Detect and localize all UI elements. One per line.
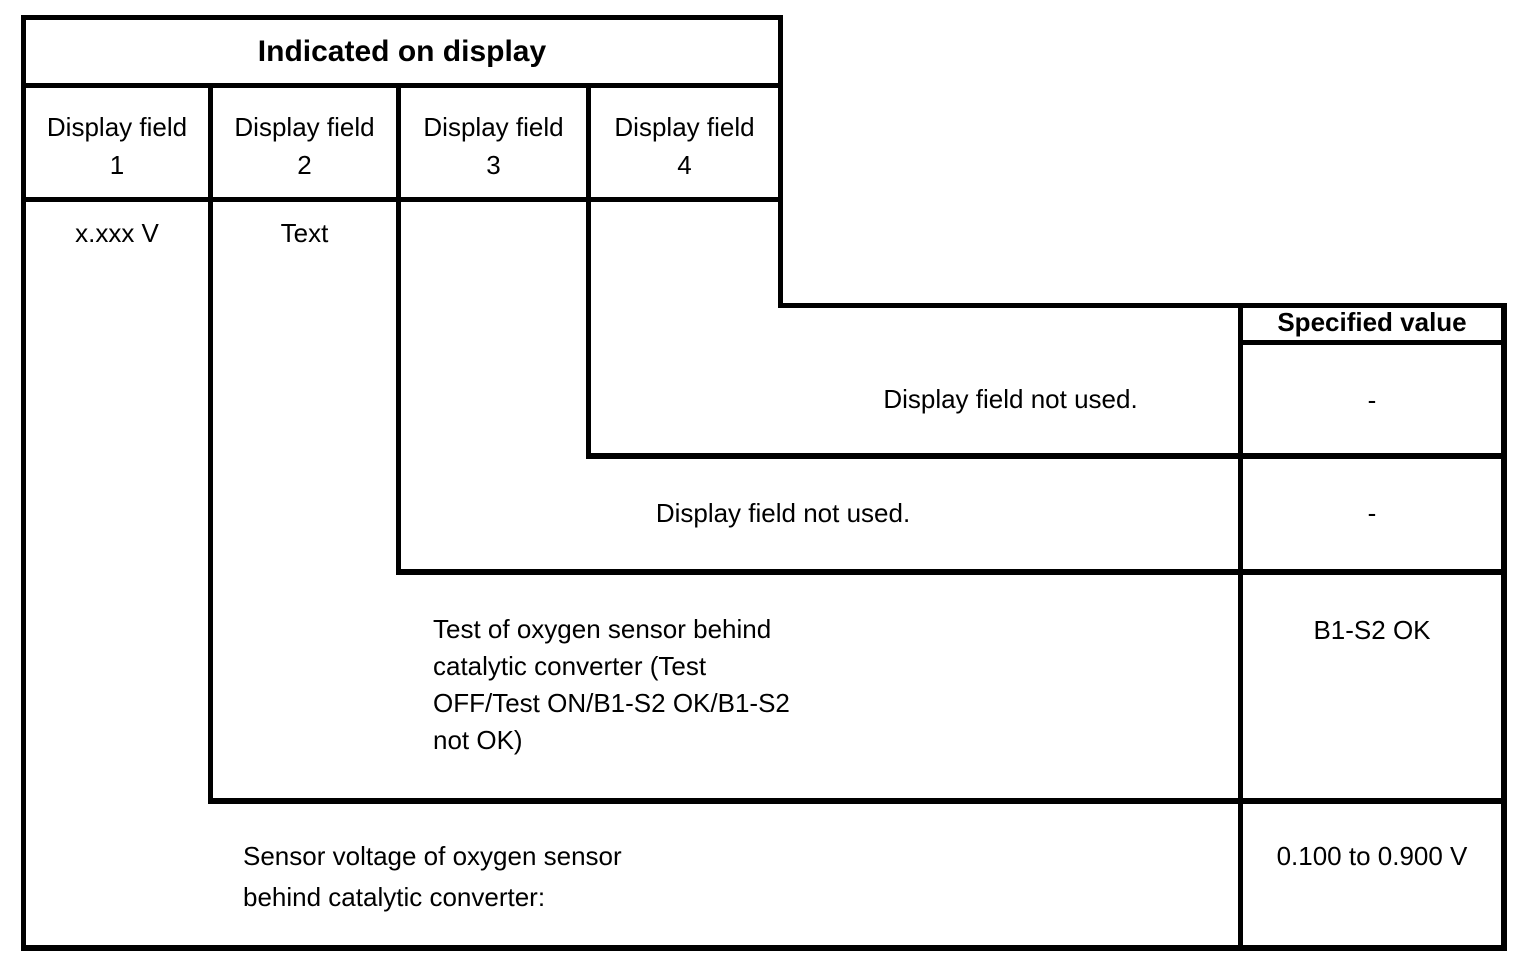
column-header-display-field-1: Display field 1	[46, 112, 188, 180]
col1-col2-divider	[208, 83, 213, 804]
row-field2-spec-value: B1-S2 OK	[1313, 615, 1431, 645]
border-bottom	[21, 945, 1507, 951]
row-field4-description: Display field not used.	[883, 384, 1138, 414]
title-separator	[21, 83, 783, 88]
header-separator	[21, 197, 783, 202]
row-field1-description: Sensor voltage of oxygen sensor behind c…	[243, 841, 622, 912]
row-field4-bottom-border	[586, 453, 1507, 459]
spec-column-header: Specified value	[1277, 307, 1467, 337]
border-top	[21, 15, 783, 20]
row-field4-top-border	[778, 303, 1507, 308]
spec-header-separator	[1238, 340, 1507, 345]
row-field3-bottom-border	[396, 569, 1507, 575]
column-header-display-field-4: Display field 4	[614, 112, 755, 180]
table-title: Indicated on display	[257, 35, 547, 68]
display-field-1-sample-value: x.xxx V	[75, 218, 159, 248]
display-field-2-sample-value: Text	[280, 218, 329, 248]
spec-column-divider	[1238, 303, 1243, 951]
row-field2-bottom-border	[208, 798, 1507, 804]
row-field3-description: Display field not used.	[655, 498, 911, 528]
row-field4-spec-value: -	[1367, 385, 1377, 415]
border-right	[1501, 303, 1507, 951]
col3-col4-divider	[586, 83, 591, 459]
col4-right-border	[778, 15, 783, 308]
column-header-display-field-3: Display field 3	[423, 112, 564, 180]
row-field3-spec-value: -	[1367, 498, 1377, 528]
column-header-display-field-2: Display field 2	[234, 112, 375, 180]
border-left	[21, 15, 26, 951]
col2-col3-divider	[396, 83, 401, 575]
row-field2-description: Test of oxygen sensor behind catalytic c…	[433, 614, 790, 755]
row-field1-spec-value: 0.100 to 0.900 V	[1276, 841, 1468, 871]
